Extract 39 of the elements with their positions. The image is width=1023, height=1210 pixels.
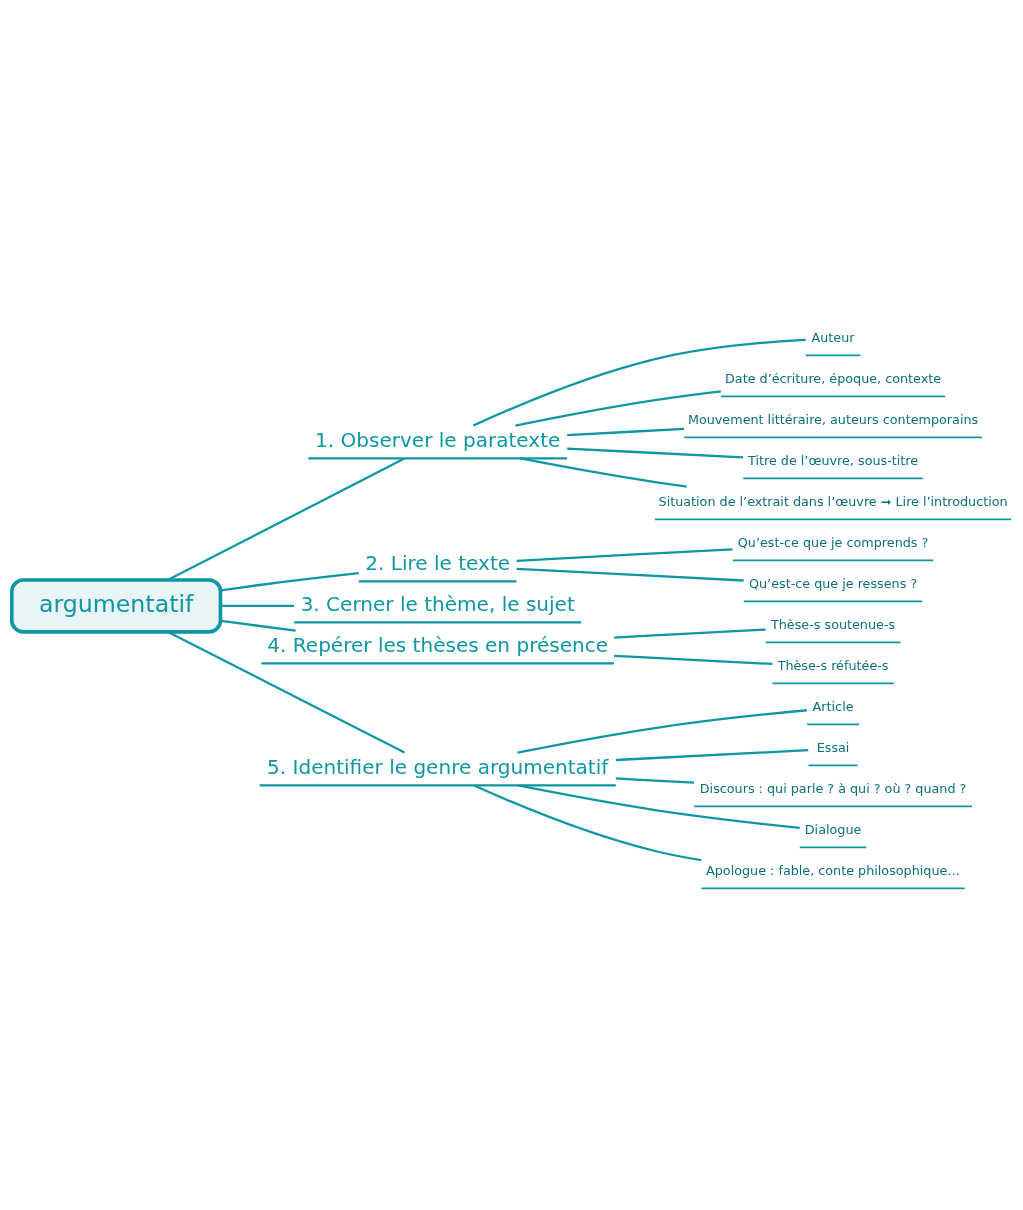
node-text: 5. Identifier le genre argumentatif	[267, 754, 609, 779]
connector	[615, 776, 695, 784]
node-text: 2. Lire le texte	[365, 550, 511, 575]
node-text: 1. Observer le paratexte	[315, 427, 561, 452]
connector	[520, 456, 687, 488]
connector	[167, 457, 405, 581]
node-text: 4. Repérer les thèses en présence	[267, 632, 609, 657]
node-text: Discours : qui parle ? à qui ? où ? quand ?	[699, 780, 967, 796]
node-text: Qu’est-ce que je ressens ?	[748, 575, 918, 591]
connector	[567, 446, 744, 459]
node-box: argumentatif	[10, 577, 223, 634]
connector	[567, 427, 685, 436]
connector	[517, 708, 807, 754]
connector	[515, 389, 722, 427]
connector	[517, 783, 800, 829]
connector	[516, 547, 733, 562]
node-text: Thèse-s réfutée-s	[777, 657, 889, 673]
node-text: Date d’écriture, époque, contexte	[725, 370, 942, 386]
connector	[615, 748, 809, 761]
connector	[614, 627, 766, 639]
node-text: Dialogue	[804, 821, 862, 837]
node-text: Thèse-s soutenue-s	[771, 616, 896, 632]
node-text: Titre de l’œuvre, sous-titre	[748, 452, 919, 468]
connector	[220, 619, 296, 632]
node-text: Article	[812, 698, 854, 714]
connector	[472, 338, 806, 427]
node-text: Situation de l’extrait dans l’œuvre ➞ Lire l’introduction	[658, 493, 1008, 509]
node-text: 3. Cerner le thème, le sujet	[300, 591, 575, 616]
node-text: Auteur	[811, 329, 855, 345]
connector	[614, 654, 773, 665]
connector	[167, 630, 405, 754]
node-text: Essai	[816, 739, 850, 755]
node-text: Apologue : fable, conte philosophique…	[706, 862, 961, 878]
connector	[516, 567, 744, 582]
connector	[220, 571, 359, 591]
connector	[473, 784, 702, 861]
node-text: Mouvement littéraire, auteurs contemporains	[687, 411, 979, 427]
node-text: Qu’est-ce que je comprends ?	[737, 534, 929, 550]
connector	[220, 604, 294, 607]
